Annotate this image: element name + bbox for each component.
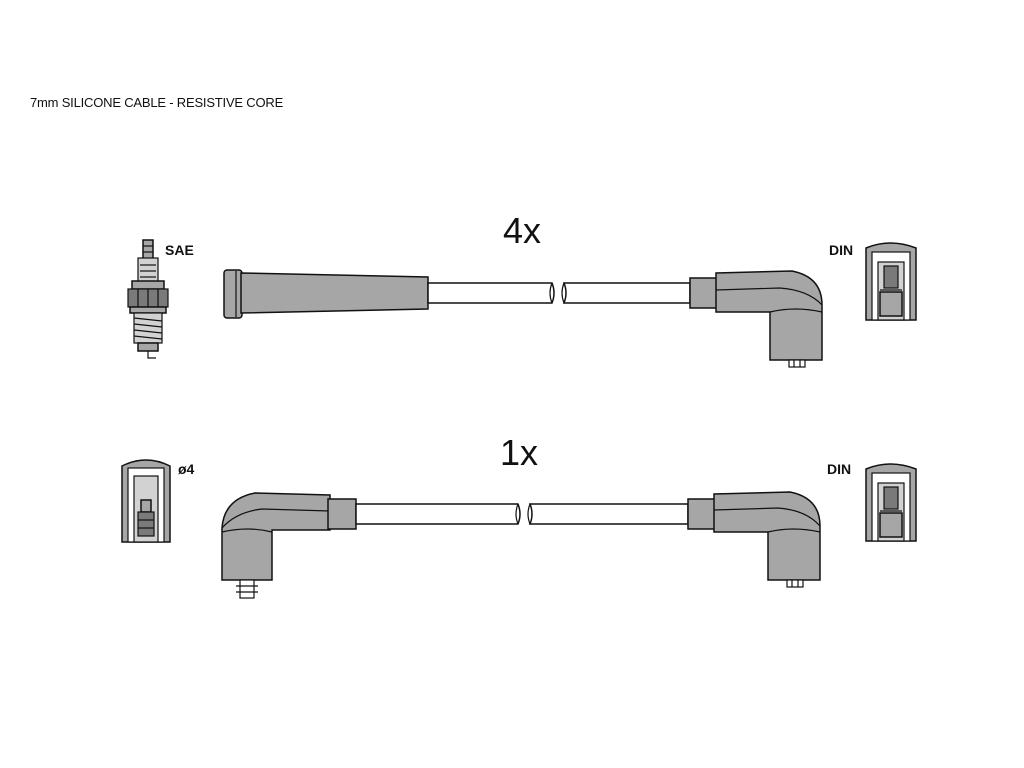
coil-terminal-icon	[121, 459, 171, 543]
spark-plug-icon	[127, 239, 169, 359]
din-terminal-icon	[865, 463, 917, 542]
distributor-type-label-4x: DIN	[829, 242, 853, 258]
din-terminal-icon	[865, 242, 917, 321]
coil-lead-count: 1x	[500, 432, 538, 473]
plug-type-label: SAE	[165, 242, 194, 258]
ignition-cable-4x	[427, 282, 691, 304]
angled-coil-boot	[221, 492, 357, 599]
angled-distributor-boot-1x	[687, 491, 821, 588]
lead-set-count: 4x	[503, 210, 541, 251]
header-title: 7mm SILICONE CABLE - RESISTIVE CORE	[30, 95, 284, 110]
angled-distributor-boot-4x	[689, 270, 823, 368]
ignition-cable-1x	[355, 503, 689, 525]
straight-plug-boot	[223, 269, 429, 319]
coil-type-label: ø4	[178, 461, 195, 477]
distributor-type-label-1x: DIN	[827, 461, 851, 477]
